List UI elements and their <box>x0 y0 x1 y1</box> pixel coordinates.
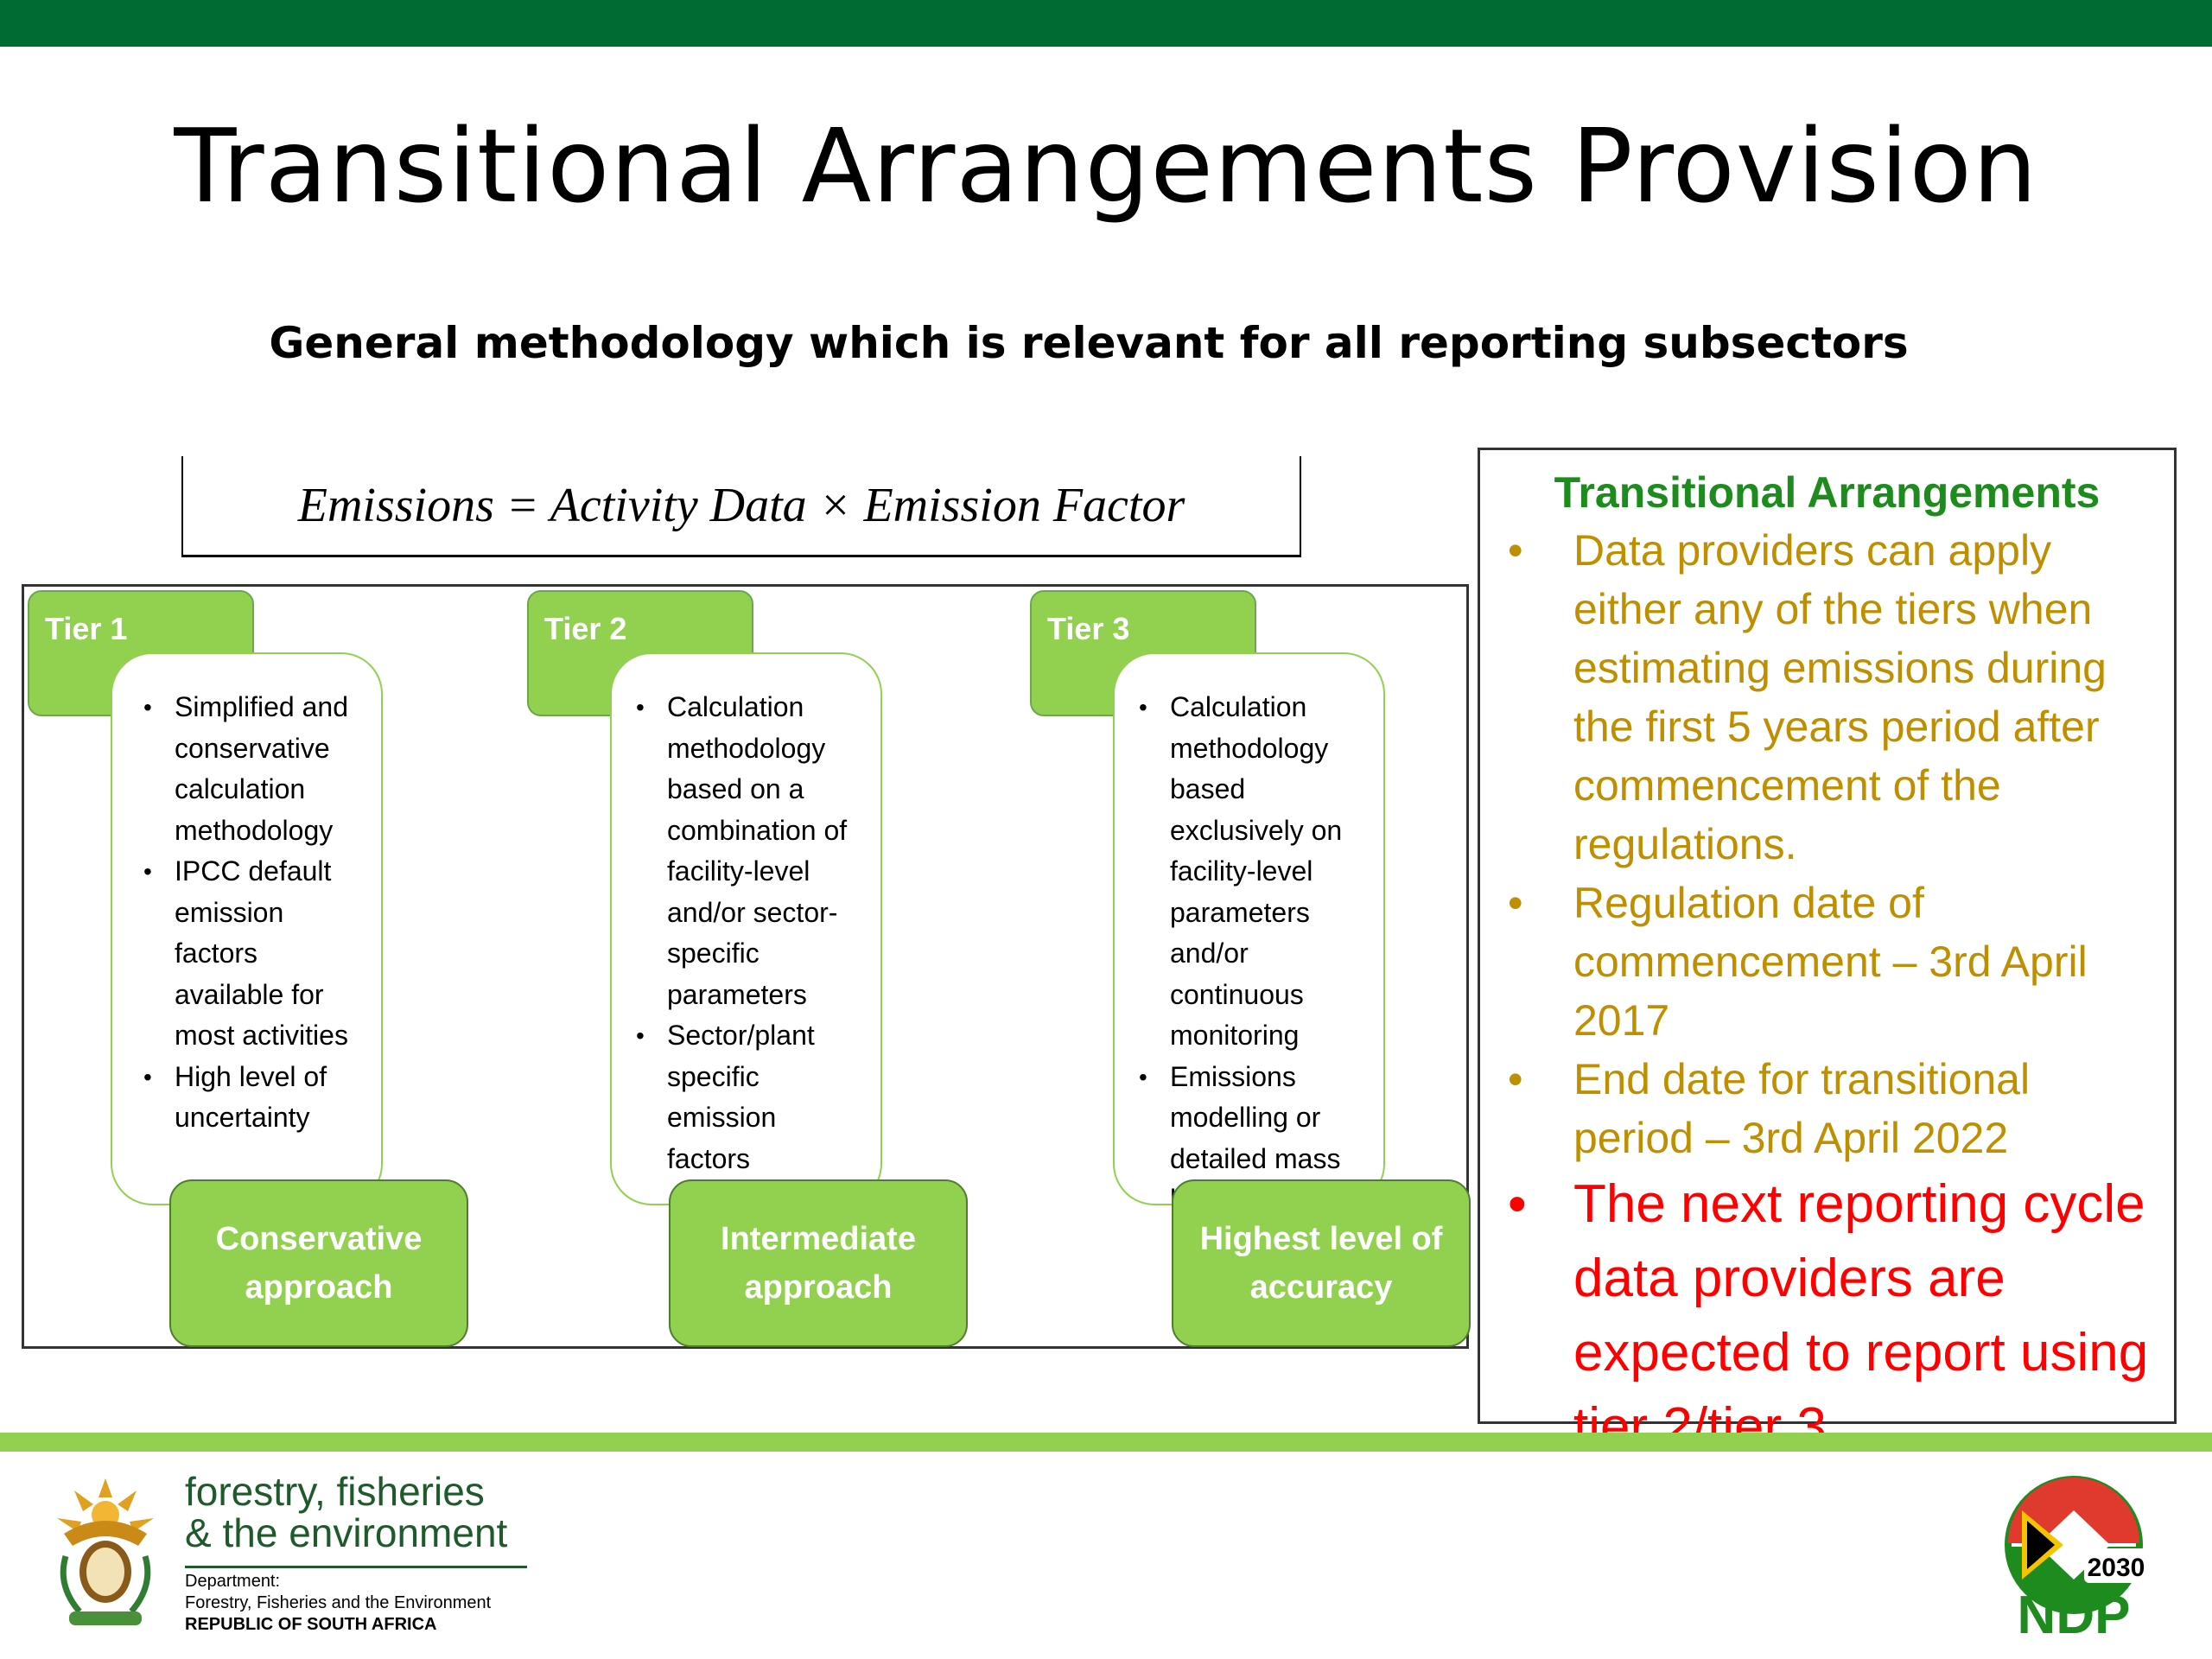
tier-1-bullet: Simplified and conservative calculation … <box>143 687 367 851</box>
transitional-item: Data providers can apply either any of t… <box>1508 521 2157 874</box>
tier-2-bullet: Sector/plant specific emission factors <box>636 1015 867 1179</box>
slide-title: Transitional Arrangements Provision <box>174 106 2038 226</box>
tier-1-group: Tier 1 Simplified and conservative calcu… <box>24 587 543 1351</box>
tier-3-group: Tier 3 Calculation methodology based exc… <box>1027 587 1545 1351</box>
tier-2-approach-box: Intermediate approach <box>669 1179 968 1347</box>
country-name: REPUBLIC OF SOUTH AFRICA <box>185 1615 437 1634</box>
ndp-2030-logo: 2030 NDP <box>2005 1476 2148 1640</box>
tier-2-bullets: Calculation methodology based on a combi… <box>636 687 867 1179</box>
tier-diagram: Tier 1 Simplified and conservative calcu… <box>22 584 1471 1351</box>
top-banner-bar <box>0 0 2212 47</box>
tier-1-bullets: Simplified and conservative calculation … <box>143 687 367 1139</box>
tier-3-approach-box: Highest level of accuracy <box>1172 1179 1471 1347</box>
transitional-item-highlight: The next reporting cycle data providers … <box>1508 1167 2157 1465</box>
department-name-line-1: forestry, fisheries <box>185 1469 485 1514</box>
department-full-name: Forestry, Fisheries and the Environment <box>185 1593 492 1612</box>
department-details: Department: Forestry, Fisheries and the … <box>185 1571 491 1636</box>
ndp-text: NDP <box>2018 1586 2131 1640</box>
transitional-arrangements-list: Data providers can apply either any of t… <box>1497 521 2157 1465</box>
tier-3-card: Calculation methodology based exclusivel… <box>1113 652 1385 1215</box>
tier-1-card: Simplified and conservative calculation … <box>111 652 383 1205</box>
department-divider <box>185 1566 527 1568</box>
tier-1-bullet: High level of uncertainty <box>143 1057 367 1139</box>
department-label: Department: <box>185 1572 281 1591</box>
transitional-item: Regulation date of commencement – 3rd Ap… <box>1508 874 2157 1050</box>
tier-1-bullet: IPCC default emission factors available … <box>143 851 367 1057</box>
transitional-item: End date for transitional period – 3rd A… <box>1508 1050 2157 1167</box>
tier-2-label: Tier 2 <box>544 611 627 646</box>
coat-of-arms-icon <box>57 1478 154 1625</box>
tier-3-bullets: Calculation methodology based exclusivel… <box>1139 687 1376 1221</box>
tier-2-card: Calculation methodology based on a combi… <box>610 652 882 1205</box>
footer-green-bar <box>0 1433 2212 1452</box>
tier-3-bullet: Calculation methodology based exclusivel… <box>1139 687 1376 1057</box>
ndp-year: 2030 <box>2088 1554 2145 1582</box>
transitional-arrangements-heading: Transitional Arrangements <box>1554 468 2101 517</box>
tier-1-label: Tier 1 <box>45 611 128 646</box>
tier-3-label: Tier 3 <box>1047 611 1130 646</box>
tier-2-bullet: Calculation methodology based on a combi… <box>636 687 867 1015</box>
transitional-arrangements-box: Transitional Arrangements Data providers… <box>1478 448 2177 1457</box>
emissions-formula: Emissions = Activity Data × Emission Fac… <box>181 456 1301 557</box>
slide-subtitle: General methodology which is relevant fo… <box>269 318 1909 368</box>
department-name-line-2: & the environment <box>185 1510 508 1555</box>
department-name: forestry, fisheries & the environment <box>185 1471 507 1554</box>
tier-2-group: Tier 2 Calculation methodology based on … <box>524 587 1042 1351</box>
tier-1-approach-box: Conservative approach <box>169 1179 468 1347</box>
